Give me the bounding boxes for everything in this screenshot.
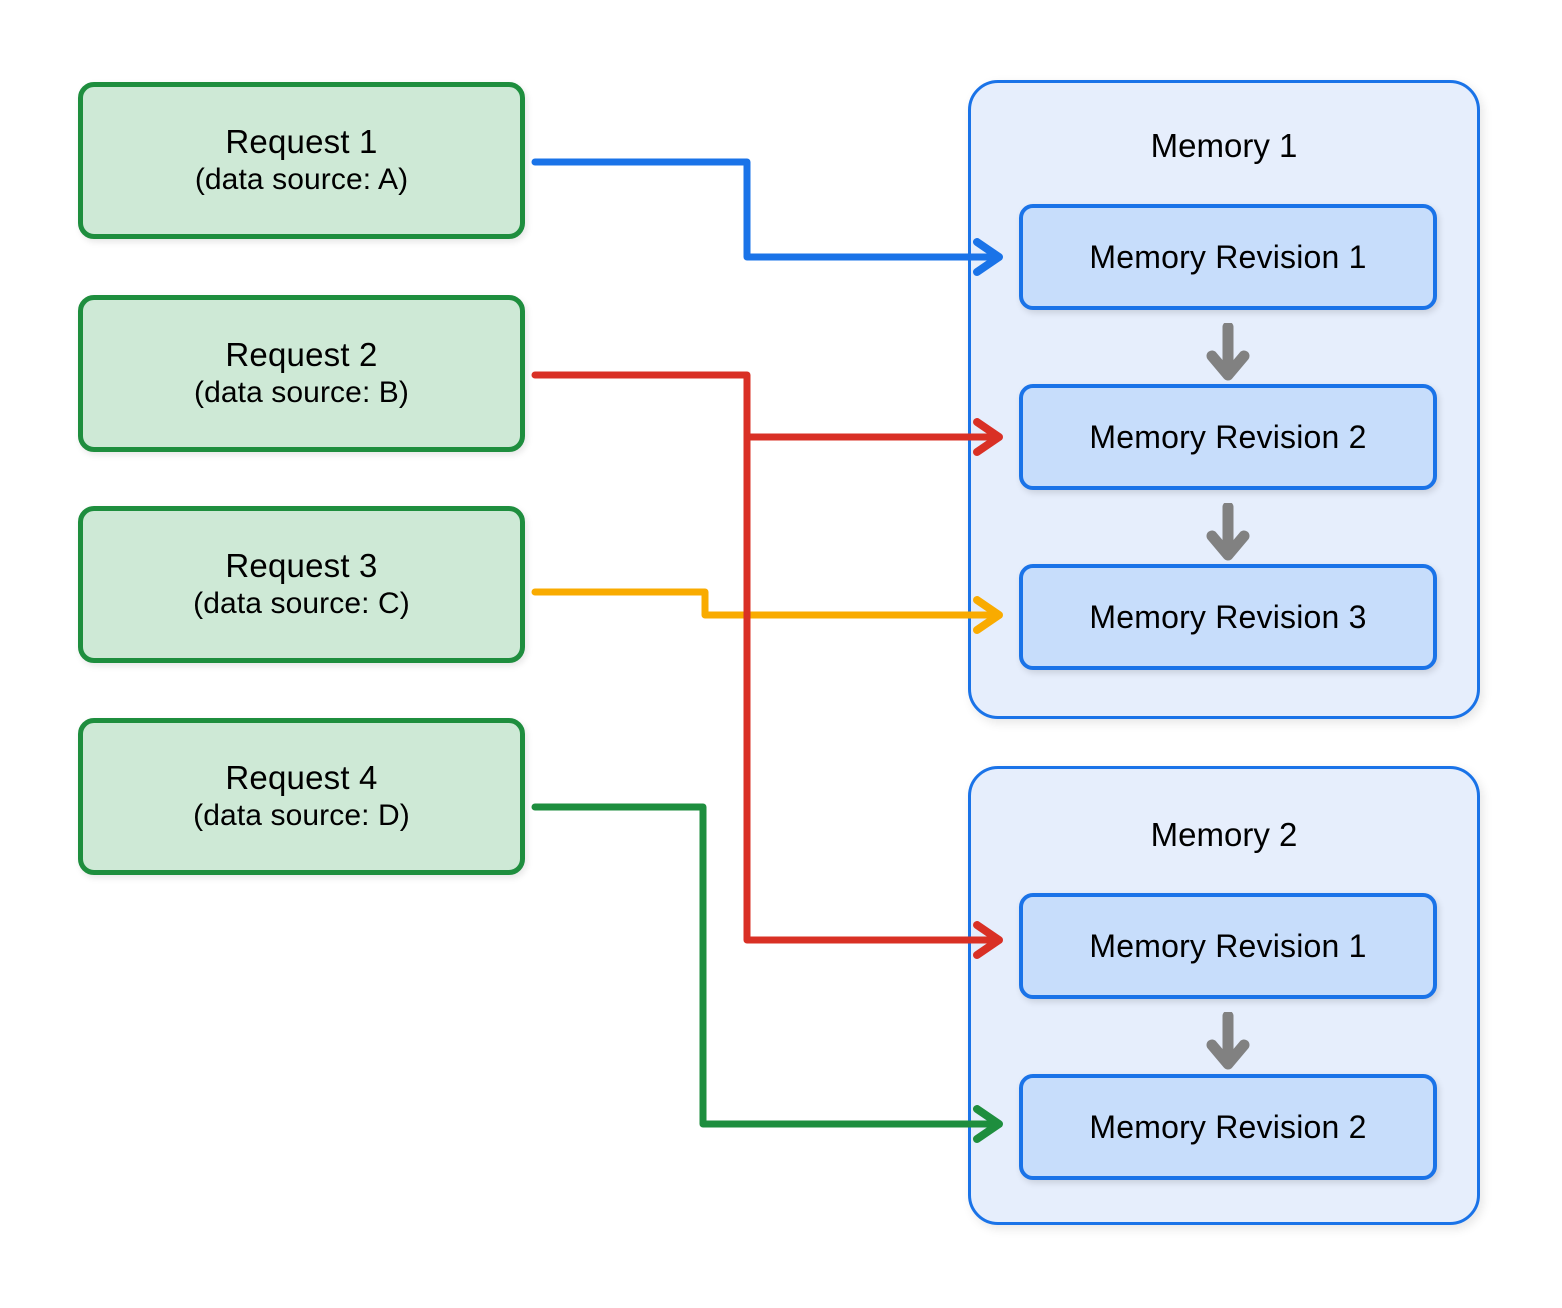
request-subtitle: (data source: C) — [193, 587, 410, 621]
sequence-arrow-down-icon — [1206, 1012, 1250, 1070]
connector-request1-to-memory1-revision1 — [531, 158, 1003, 276]
memory-title: Memory 2 — [1150, 816, 1298, 853]
connector-request4-to-memory2-revision2 — [531, 803, 1003, 1143]
request-box-2[interactable]: Request 2 (data source: B) — [78, 295, 525, 452]
revision-label: Memory Revision 1 — [1089, 238, 1367, 275]
memory-1-revision-box-2[interactable]: Memory Revision 2 — [1019, 384, 1437, 490]
memory-1-revision-box-3[interactable]: Memory Revision 3 — [1019, 564, 1437, 670]
revision-label: Memory Revision 2 — [1089, 418, 1367, 455]
revision-label: Memory Revision 3 — [1089, 598, 1367, 635]
request-box-4[interactable]: Request 4 (data source: D) — [78, 718, 525, 875]
revision-label: Memory Revision 2 — [1089, 1108, 1367, 1145]
revision-label: Memory Revision 1 — [1089, 927, 1367, 964]
request-title: Request 2 — [225, 336, 378, 374]
sequence-arrow-down-icon — [1206, 323, 1250, 381]
request-title: Request 4 — [225, 759, 378, 797]
request-box-3[interactable]: Request 3 (data source: C) — [78, 506, 525, 663]
connector-request2-to-memory1-revision2-and-memory2-revision1 — [531, 371, 1003, 959]
memory-2-revision-box-1[interactable]: Memory Revision 1 — [1019, 893, 1437, 999]
request-title: Request 3 — [225, 547, 378, 585]
request-box-1[interactable]: Request 1 (data source: A) — [78, 82, 525, 239]
request-subtitle: (data source: A) — [194, 163, 409, 197]
request-title: Request 1 — [225, 123, 378, 161]
memory-container-2: Memory 2 Memory Revision 1 Memory Revisi… — [968, 766, 1480, 1225]
connector-request3-to-memory1-revision3 — [531, 588, 1003, 634]
memory-title: Memory 1 — [1150, 127, 1298, 164]
request-subtitle: (data source: B) — [193, 376, 410, 410]
memory-2-revision-box-2[interactable]: Memory Revision 2 — [1019, 1074, 1437, 1180]
request-subtitle: (data source: D) — [193, 799, 410, 833]
memory-1-revision-box-1[interactable]: Memory Revision 1 — [1019, 204, 1437, 310]
sequence-arrow-down-icon — [1206, 503, 1250, 561]
memory-container-1: Memory 1 Memory Revision 1 Memory Revisi… — [968, 80, 1480, 719]
